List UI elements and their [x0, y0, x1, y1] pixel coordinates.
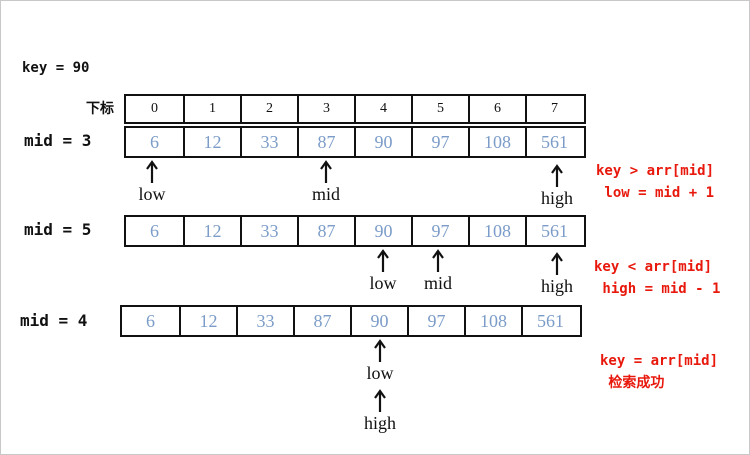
- key-label: key = 90: [22, 60, 90, 76]
- array-cell: 561: [525, 217, 582, 245]
- array-cell: 12: [179, 307, 236, 335]
- up-arrow-icon: [551, 252, 563, 275]
- low-label: low: [369, 273, 397, 293]
- array-cell: 561: [521, 307, 578, 335]
- array-cell: 6: [146, 310, 155, 331]
- step3-high-pointer: high: [350, 389, 410, 433]
- index-cell: 2: [240, 96, 297, 122]
- array-cell: 87: [297, 217, 354, 245]
- array-cell: 12: [183, 217, 240, 245]
- step3-array-row: 6 12 33 87 90 97 108 561: [120, 305, 582, 337]
- step2-note: key < arr[mid] high = mid - 1: [594, 256, 720, 300]
- up-arrow-icon: [432, 249, 444, 272]
- array-cell: 6: [150, 220, 159, 241]
- step2-high-pointer: high: [527, 252, 587, 296]
- step3-low-pointer: low: [350, 339, 410, 383]
- array-cell: 108: [468, 217, 525, 245]
- step1-mid-label: mid = 3: [24, 131, 92, 150]
- low-label: low: [138, 184, 166, 204]
- step2-low-pointer: low: [353, 249, 413, 293]
- index-label: 下标: [86, 101, 114, 117]
- array-cell: 108: [468, 128, 525, 156]
- up-arrow-icon: [146, 160, 158, 183]
- index-row: 0 1 2 3 4 5 6 7: [124, 94, 586, 124]
- index-cell: 3: [297, 96, 354, 122]
- result-text: 检索成功: [600, 375, 665, 391]
- array-cell: 33: [240, 217, 297, 245]
- array-cell: 33: [240, 128, 297, 156]
- array-cell: 33: [236, 307, 293, 335]
- step3-mid-label: mid = 4: [20, 311, 88, 330]
- high-label: high: [540, 276, 573, 296]
- index-cell: 5: [411, 96, 468, 122]
- action-text: low = mid + 1: [596, 185, 715, 201]
- index-cell: 6: [468, 96, 525, 122]
- array-cell: 108: [464, 307, 521, 335]
- index-cell: 0: [151, 101, 158, 116]
- up-arrow-icon: [374, 389, 386, 412]
- step2-mid-pointer: mid: [408, 249, 468, 293]
- step1-mid-pointer: mid: [296, 160, 356, 204]
- condition-text: key < arr[mid]: [594, 259, 713, 275]
- array-cell: 6: [150, 131, 159, 152]
- low-label: low: [366, 363, 394, 383]
- step1-note: key > arr[mid] low = mid + 1: [596, 160, 714, 204]
- action-text: high = mid - 1: [594, 281, 721, 297]
- up-arrow-icon: [551, 164, 563, 187]
- index-cell: 4: [354, 96, 411, 122]
- step2-mid-label: mid = 5: [24, 220, 92, 239]
- step3-note: key = arr[mid] 检索成功: [600, 350, 718, 394]
- step1-low-pointer: low: [122, 160, 182, 204]
- mid-label: mid: [311, 184, 340, 204]
- array-cell: 87: [297, 128, 354, 156]
- array-cell: 561: [525, 128, 582, 156]
- high-label: high: [363, 413, 396, 433]
- array-cell: 87: [293, 307, 350, 335]
- index-cell: 7: [525, 96, 582, 122]
- up-arrow-icon: [320, 160, 332, 183]
- step1-array-row: 6 12 33 87 90 97 108 561: [124, 126, 586, 158]
- array-cell: 97: [407, 307, 464, 335]
- step1-high-pointer: high: [527, 164, 587, 208]
- mid-label: mid: [423, 273, 452, 293]
- array-cell: 97: [411, 128, 468, 156]
- index-cell: 1: [183, 96, 240, 122]
- step2-array-row: 6 12 33 87 90 97 108 561: [124, 215, 586, 247]
- high-label: high: [540, 188, 573, 208]
- condition-text: key = arr[mid]: [600, 353, 719, 369]
- array-cell: 90: [350, 307, 407, 335]
- up-arrow-icon: [374, 339, 386, 362]
- array-cell: 90: [354, 217, 411, 245]
- array-cell: 12: [183, 128, 240, 156]
- up-arrow-icon: [377, 249, 389, 272]
- condition-text: key > arr[mid]: [596, 163, 715, 179]
- array-cell: 90: [354, 128, 411, 156]
- array-cell: 97: [411, 217, 468, 245]
